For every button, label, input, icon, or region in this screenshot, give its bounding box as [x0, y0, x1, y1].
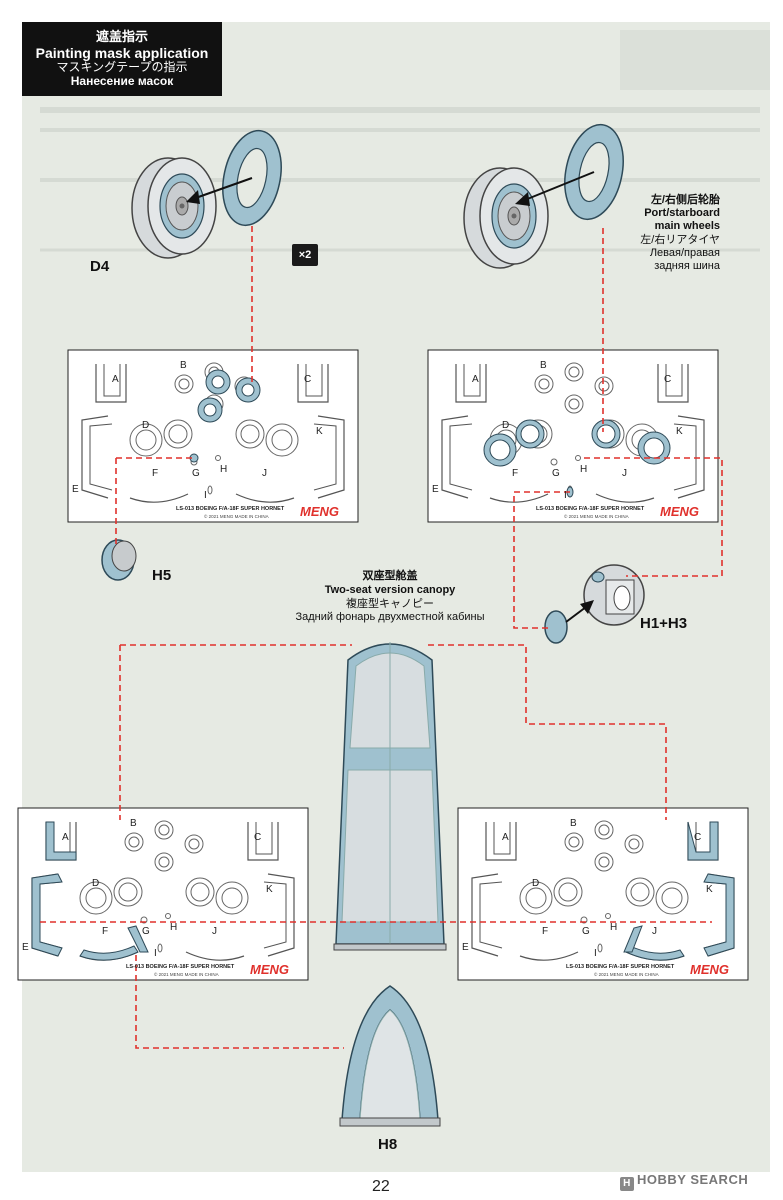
header-title-en: Painting mask application [35, 44, 209, 61]
sheet-1-letter-j: J [262, 468, 267, 479]
sheet-2-letter-h: H [580, 464, 587, 475]
sheet-1-letter-i: I [204, 490, 207, 501]
page-number: 22 [372, 1178, 390, 1195]
sheet-4-letter-g: G [582, 926, 590, 937]
sheet-1-letter-b: B [180, 360, 187, 371]
sheet-1-copyright: © 2021 MENG MADE IN CHINA [204, 513, 269, 519]
canopy-label: 双座型舱盖 Two-seat version canopy 複座型キャノピー З… [290, 570, 490, 625]
sheet-3-letter-c: C [254, 832, 261, 843]
canopy-jp: 複座型キャノピー [346, 597, 434, 610]
sheet-2-brand-logo: MENG [660, 504, 699, 519]
sheet-1-letter-h: H [220, 464, 227, 475]
sheet-2-copyright: © 2021 MENG MADE IN CHINA [564, 513, 629, 519]
sheet-2-letter-i: I [564, 490, 567, 501]
mask-sheet-2 [427, 349, 719, 523]
sheet-2-letter-d: D [502, 420, 509, 431]
sheet-2-letter-j: J [622, 468, 627, 479]
sheet-labels: A B C D K E F G H I J LS-013 BOEING F/A-18F SUPER H… [22, 360, 729, 977]
sheet-1-letter-f: F [152, 468, 158, 479]
main-wheels-en2: main wheels [654, 220, 720, 233]
main-wheels-ru1: Левая/правая [649, 246, 720, 259]
hobby-search-logo-icon: H [620, 1177, 634, 1191]
sheet-3-letter-i: I [154, 948, 157, 959]
sheet-2-letter-e: E [432, 484, 439, 495]
background-ghost-print [40, 30, 770, 252]
sheet-3-code: LS-013 BOEING F/A-18F SUPER HORNET [126, 964, 235, 970]
sheet-1-letter-c: C [304, 374, 311, 385]
watermark-text: HOBBY SEARCH [637, 1172, 749, 1187]
main-wheels-cn: 左/右侧后轮胎 [650, 194, 720, 206]
wheel-main [463, 167, 549, 269]
part-h8-windscreen [339, 985, 441, 1127]
sheet-4-letter-c: C [694, 832, 701, 843]
main-wheels-jp: 左/右リアタイヤ [640, 233, 720, 246]
sheet-2-code: LS-013 BOEING F/A-18F SUPER HORNET [536, 506, 645, 512]
sheet-3-letter-d: D [92, 878, 99, 889]
sheet-3-copyright: © 2021 MENG MADE IN CHINA [154, 971, 219, 977]
section-header: 遮盖指示 Painting mask application マスキングテープの… [22, 22, 222, 96]
sheet-4-letter-e: E [462, 942, 469, 953]
sheet-3-letter-k: K [266, 884, 273, 895]
two-seat-canopy [333, 642, 447, 951]
canopy-ru: Задний фонарь двухместной кабины [295, 611, 485, 624]
sheet-2-letter-b: B [540, 360, 547, 371]
sheet-4-letter-b: B [570, 818, 577, 829]
sheet-4-letter-f: F [542, 926, 548, 937]
sheet-4-brand-logo: MENG [690, 962, 729, 977]
sheet-4-letter-j: J [652, 926, 657, 937]
main-wheels-en1: Port/starboard [644, 207, 720, 220]
wheel-d4 [131, 157, 217, 259]
mask-sheet-4 [457, 807, 749, 981]
sheet-2-letter-g: G [552, 468, 560, 479]
guide-lines [40, 226, 723, 1049]
sheet-4-letter-a: A [502, 832, 509, 843]
part-label-h8: H8 [378, 1136, 398, 1153]
mask-sheet-3 [17, 807, 309, 981]
sheet-3-letter-e: E [22, 942, 29, 953]
sheet-1-letter-a: A [112, 374, 119, 385]
sheet-2-letter-c: C [664, 374, 671, 385]
main-wheels-ru2: задняя шина [654, 259, 720, 272]
sheet-3-letter-j: J [212, 926, 217, 937]
sheet-3-letter-b: B [130, 818, 137, 829]
sheet-2-letter-k: K [676, 426, 683, 437]
sheet-3-letter-a: A [62, 832, 69, 843]
sheet-1-code: LS-013 BOEING F/A-18F SUPER HORNET [176, 506, 285, 512]
sheet-4-copyright: © 2021 MENG MADE IN CHINA [594, 971, 659, 977]
canopy-en: Two-seat version canopy [324, 583, 456, 596]
sheet-4-letter-d: D [532, 878, 539, 889]
canopy-cn: 双座型舱盖 [362, 570, 418, 582]
sheet-3-letter-h: H [170, 922, 177, 933]
part-h5 [101, 539, 137, 581]
sheet-2-letter-f: F [512, 468, 518, 479]
sheet-1-letter-d: D [142, 420, 149, 431]
mask-sheet-1 [67, 349, 359, 523]
header-title-jp: マスキングテープの指示 [56, 59, 188, 74]
sheet-2-letter-a: A [472, 374, 479, 385]
part-h1-h3 [544, 564, 645, 644]
part-label-h1h3: H1+H3 [640, 615, 688, 632]
header-title-ru: Нанесение масок [70, 73, 174, 88]
part-label-d4: D4 [90, 258, 110, 275]
sheet-1-letter-k: K [316, 426, 323, 437]
main-wheels-label: 左/右侧后轮胎 Port/starboard main wheels 左/右リア… [600, 194, 720, 273]
sheet-3-brand-logo: MENG [250, 962, 289, 977]
sheet-4-code: LS-013 BOEING F/A-18F SUPER HORNET [566, 964, 675, 970]
sheet-1-letter-g: G [192, 468, 200, 479]
sheet-4-letter-i: I [594, 948, 597, 959]
sheet-4-letter-h: H [610, 922, 617, 933]
header-title-cn: 遮盖指示 [95, 28, 148, 44]
sheet-1-letter-e: E [72, 484, 79, 495]
part-label-h5: H5 [152, 567, 172, 584]
sheet-3-letter-f: F [102, 926, 108, 937]
quantity-badge: ×2 [292, 244, 318, 266]
sheet-3-letter-g: G [142, 926, 150, 937]
sheet-4-letter-k: K [706, 884, 713, 895]
sheet-1-brand-logo: MENG [300, 504, 339, 519]
